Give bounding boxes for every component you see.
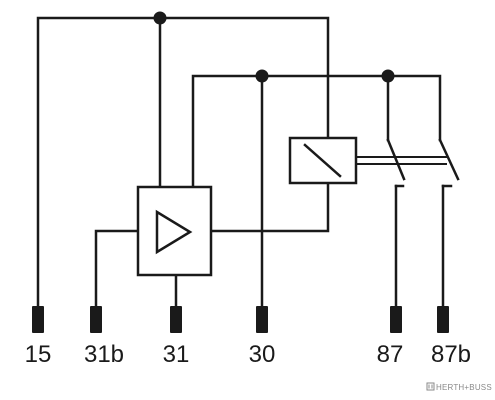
junctions bbox=[153, 11, 395, 83]
relay-linkage bbox=[355, 156, 447, 165]
relay-coil bbox=[288, 136, 358, 185]
wire-15-top-rail bbox=[36, 16, 330, 312]
terminal-label-87: 87 bbox=[377, 341, 404, 368]
terminal-pins bbox=[32, 306, 449, 333]
mid-junction-30 bbox=[255, 69, 269, 83]
wire-amplifier-to-second-rail bbox=[191, 74, 442, 189]
amplifier bbox=[136, 185, 213, 277]
switch-87b bbox=[438, 138, 460, 188]
pin-87b bbox=[437, 306, 449, 333]
terminal-label-31b: 31b bbox=[84, 341, 124, 368]
pin-31b bbox=[90, 306, 102, 333]
terminal-label-31: 31 bbox=[163, 341, 190, 368]
hb-logo-icon bbox=[426, 382, 435, 391]
pin-30 bbox=[256, 306, 268, 333]
amplifier-triangle-icon bbox=[155, 209, 193, 255]
pin-87 bbox=[390, 306, 402, 333]
pin-15 bbox=[32, 306, 44, 333]
terminal-labels: 15 31b 31 30 87 87b bbox=[25, 341, 471, 368]
switch-87 bbox=[386, 138, 406, 188]
brand-watermark: HERTH+BUSS bbox=[426, 382, 492, 392]
terminal-label-87b: 87b bbox=[431, 341, 471, 368]
top-junction bbox=[153, 11, 167, 25]
terminal-label-30: 30 bbox=[249, 341, 276, 368]
mid-junction-87 bbox=[381, 69, 395, 83]
brand-name: HERTH+BUSS bbox=[436, 383, 492, 392]
wire-31b bbox=[94, 229, 140, 312]
terminal-label-15: 15 bbox=[25, 341, 52, 368]
wire-amplifier-to-coil bbox=[209, 181, 330, 233]
wires bbox=[36, 16, 445, 312]
pin-31 bbox=[170, 306, 182, 333]
relay-coil-diagonal bbox=[303, 143, 342, 178]
